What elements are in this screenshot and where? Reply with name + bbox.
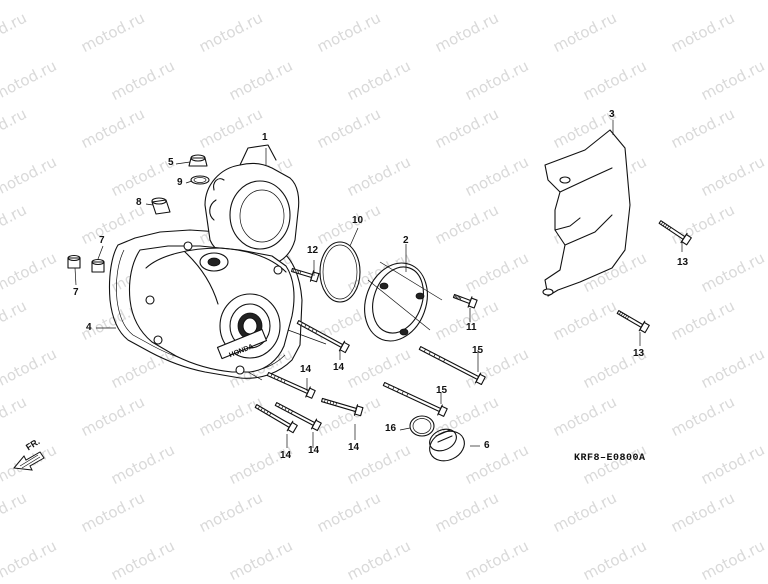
callout-14-a: 14 xyxy=(333,362,345,373)
bolt-13-upper xyxy=(658,220,692,246)
callout-13-lower: 13 xyxy=(633,348,645,359)
callout-13-upper: 13 xyxy=(677,257,689,268)
o-ring-9 xyxy=(190,175,210,185)
callout-14-c: 14 xyxy=(348,442,360,453)
cap-2 xyxy=(364,261,443,342)
bolt-14-c xyxy=(320,397,364,417)
diagram-code: KRF8–E0800A xyxy=(574,453,646,464)
bolt-14-d xyxy=(254,404,298,434)
callout-12: 12 xyxy=(307,245,319,256)
front-arrow-icon xyxy=(13,451,45,471)
callout-15-a: 15 xyxy=(472,345,484,356)
callout-14-e: 14 xyxy=(308,445,320,456)
bolt-14-a xyxy=(296,320,350,354)
callout-16: 16 xyxy=(385,423,397,434)
dowel-pin-7b xyxy=(67,254,81,269)
leader-lines xyxy=(74,120,683,448)
callout-3: 3 xyxy=(609,109,615,120)
dowel-pin-7a xyxy=(91,258,105,273)
bolt-15-b xyxy=(382,381,448,417)
callout-4: 4 xyxy=(86,322,92,333)
callout-14-d: 14 xyxy=(280,450,292,461)
callout-2: 2 xyxy=(403,235,409,246)
bolt-13-lower xyxy=(616,310,650,334)
callout-1: 1 xyxy=(262,132,268,143)
cap-6 xyxy=(429,428,465,462)
bolt-group xyxy=(254,220,692,434)
callout-8: 8 xyxy=(136,197,142,208)
grommet-8 xyxy=(151,197,171,215)
callout-7-lower: 7 xyxy=(73,287,79,298)
callout-5: 5 xyxy=(168,157,174,168)
callout-15-b: 15 xyxy=(436,385,448,396)
sprocket-cover-3 xyxy=(542,129,631,297)
callout-10: 10 xyxy=(352,215,364,226)
callout-6: 6 xyxy=(484,440,490,451)
callout-14-b: 14 xyxy=(300,364,312,375)
o-ring-16 xyxy=(409,415,435,437)
callout-7-upper: 7 xyxy=(99,235,105,246)
bolt-14-e xyxy=(274,402,322,432)
bolt-14-b xyxy=(266,371,316,399)
crankcase-cover-1: HONDA xyxy=(128,144,300,375)
callout-9: 9 xyxy=(177,177,183,188)
callout-11: 11 xyxy=(466,322,477,333)
o-ring-10 xyxy=(319,241,361,303)
bolt-15-a xyxy=(418,346,486,386)
bolt-11 xyxy=(452,293,478,309)
oil-plug-5 xyxy=(188,154,208,167)
bolt-12 xyxy=(290,267,320,283)
